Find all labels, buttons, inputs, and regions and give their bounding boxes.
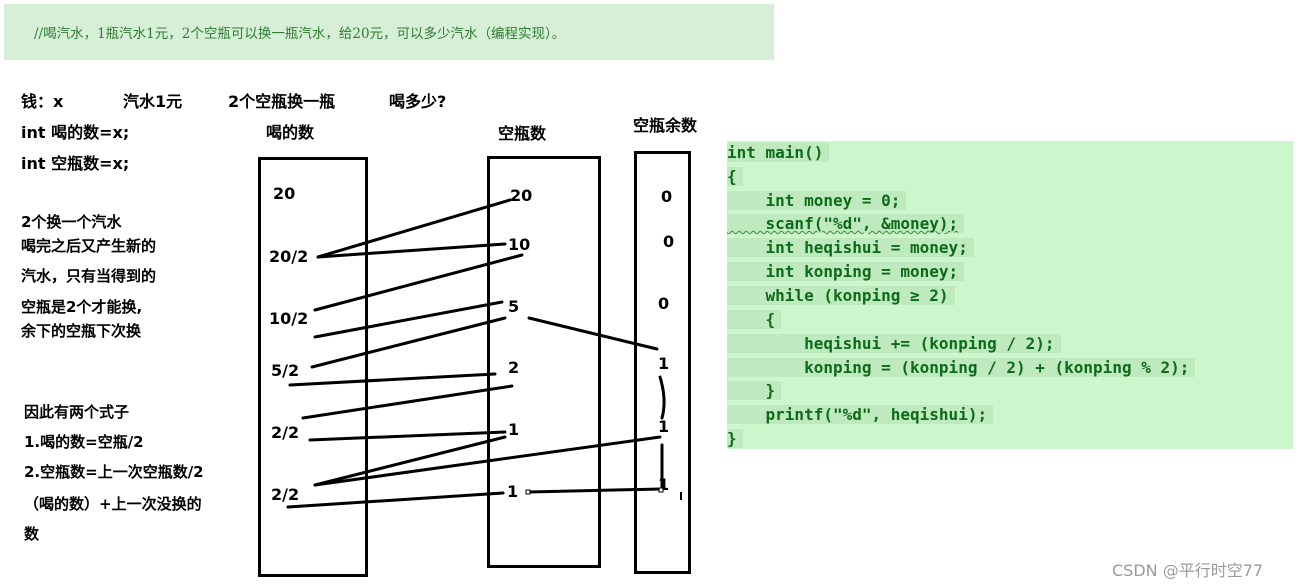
code-line: printf("%d", heqishui); xyxy=(727,404,994,426)
var-bottles: int 空瓶数=x; xyxy=(21,154,130,173)
code-line: { xyxy=(727,309,782,331)
drunk-value: 20/2 xyxy=(269,247,309,266)
code-block: int main() { int money = 0; scanf("%d", … xyxy=(727,141,1293,449)
note-line: 空瓶是2个才能换, xyxy=(21,298,143,316)
column-header-bottles: 空瓶数 xyxy=(498,124,547,143)
connector-line xyxy=(313,253,524,312)
code-line: int money = 0; xyxy=(727,190,907,212)
bottles-value: 1 xyxy=(508,420,520,439)
code-line: konping = (konping / 2) + (konping % 2); xyxy=(727,357,1196,379)
formula-line: 1.喝的数=空瓶/2 xyxy=(24,433,144,451)
note-line: 余下的空瓶下次换 xyxy=(21,322,142,340)
connector-line xyxy=(527,316,659,351)
drunk-value: 10/2 xyxy=(269,309,309,328)
formula-line: 因此有两个式子 xyxy=(24,403,130,421)
bottles-value: 10 xyxy=(508,235,531,254)
connector-line xyxy=(316,198,512,259)
code-line: while (konping ≥ 2) xyxy=(727,285,955,307)
bottles-value: 2 xyxy=(508,358,520,377)
code-line: int konping = money; xyxy=(727,261,965,283)
bottles-value: 20 xyxy=(510,186,533,205)
formula-line: 2.空瓶数=上一次空瓶数/2 xyxy=(24,463,204,481)
connector-line xyxy=(313,435,507,487)
drunk-value: 2/2 xyxy=(271,485,300,504)
connector-line xyxy=(658,375,666,420)
code-line: } xyxy=(727,428,743,450)
label-question: 喝多少? xyxy=(389,92,447,111)
connector-line xyxy=(313,435,662,487)
code-line: } xyxy=(727,380,782,402)
problem-statement-text: //喝汽水，1瓶汽水1元，2个空瓶可以换一瓶汽水，给20元，可以多少汽水（编程实… xyxy=(34,26,566,42)
problem-statement-banner: //喝汽水，1瓶汽水1元，2个空瓶可以换一瓶汽水，给20元，可以多少汽水（编程实… xyxy=(4,4,774,60)
formula-line: （喝的数）+上一次没换的 xyxy=(24,495,202,513)
remainder-column-box xyxy=(634,151,691,574)
remainder-value: 0 xyxy=(661,187,673,206)
remainder-value: 1 xyxy=(658,354,670,373)
handle-square xyxy=(525,489,531,495)
var-drunk: int 喝的数=x; xyxy=(21,123,130,142)
drunk-column-box xyxy=(258,157,368,577)
drunk-value: 2/2 xyxy=(271,423,300,442)
drunk-value: 5/2 xyxy=(271,361,300,380)
code-line: scanf("%d", &money); xyxy=(727,213,965,235)
note-line: 2个换一个汽水 xyxy=(21,213,122,231)
label-money: 钱：x xyxy=(21,92,64,111)
connector-line xyxy=(286,491,505,509)
label-exchange: 2个空瓶换一瓶 xyxy=(228,92,336,111)
code-line: heqishui += (konping / 2); xyxy=(727,333,1061,355)
connector-line xyxy=(313,300,504,339)
connector-line xyxy=(310,316,507,369)
connector-line xyxy=(527,487,662,494)
remainder-value: 0 xyxy=(663,232,675,251)
column-header-remainder: 空瓶余数 xyxy=(633,116,698,135)
label-price: 汽水1元 xyxy=(123,92,183,111)
bottles-value: 1 xyxy=(507,482,519,501)
bottles-column-box xyxy=(487,156,601,568)
code-line: int main() xyxy=(727,142,830,164)
formula-line: 数 xyxy=(24,525,40,543)
code-line: int heqishui = money; xyxy=(727,237,974,259)
note-line: 汽水，只有当得到的 xyxy=(21,267,157,285)
connector-line xyxy=(308,430,507,442)
remainder-value: 0 xyxy=(658,294,670,313)
connector-line xyxy=(288,372,497,387)
drunk-value: 20 xyxy=(273,184,296,203)
code-line: { xyxy=(727,166,743,188)
connector-line xyxy=(301,384,514,420)
bottles-value: 5 xyxy=(508,297,520,316)
handle-square xyxy=(658,487,664,493)
note-line: 喝完之后又产生新的 xyxy=(21,237,157,255)
remainder-value: 1 xyxy=(658,475,670,494)
connector-line xyxy=(316,242,507,259)
csdn-watermark: CSDN @平行时空77 xyxy=(1112,561,1264,580)
column-header-drunk: 喝的数 xyxy=(266,123,315,142)
remainder-value: 1 xyxy=(658,417,670,436)
